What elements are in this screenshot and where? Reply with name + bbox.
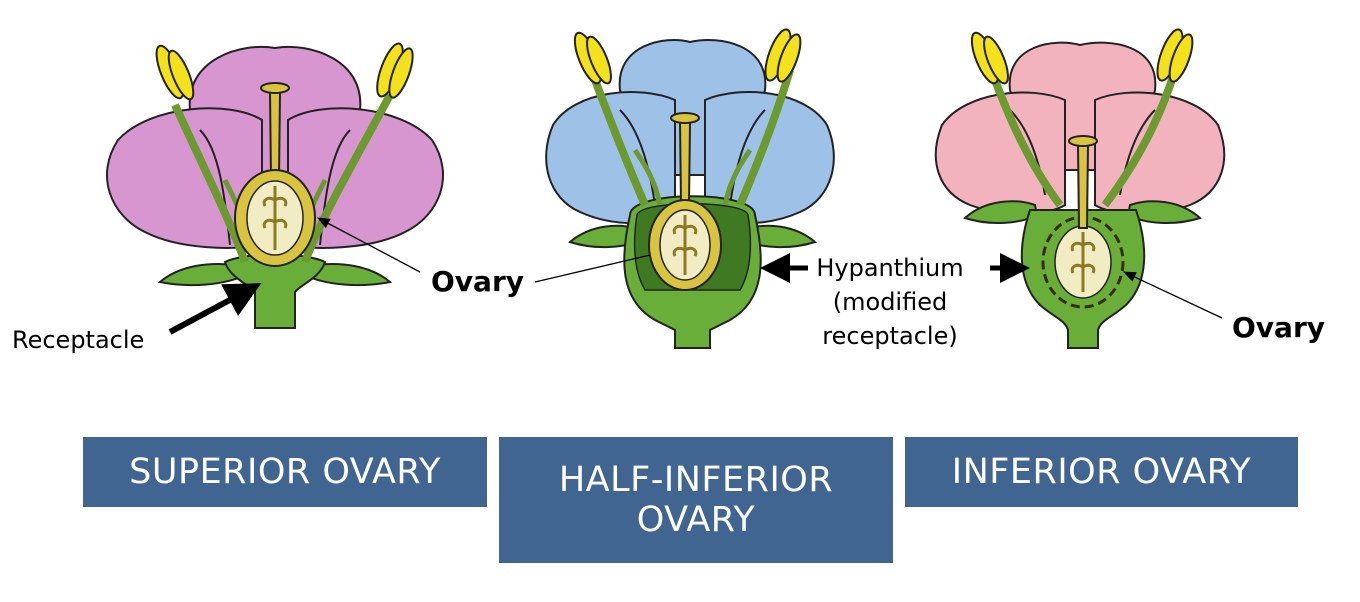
half-inferior-ovary-caption-text: HALF-INFERIOR OVARY	[558, 459, 834, 540]
superior-ovary-caption: SUPERIOR OVARY	[83, 437, 487, 507]
inferior-stigma	[1068, 135, 1098, 147]
hypanthium-label-line1: Hypanthium	[816, 254, 963, 282]
inferior-right-anther-b	[1168, 33, 1194, 83]
half-inferior-ovary-caption: HALF-INFERIOR OVARY	[499, 437, 893, 563]
half-inner-left-stamen	[632, 148, 663, 206]
inferior-ovules	[1070, 232, 1096, 292]
superior-ovary-caption-text: SUPERIOR OVARY	[129, 451, 441, 492]
inferior-ovary-caption: INFERIOR OVARY	[905, 437, 1298, 507]
inferior-left-sepal	[963, 200, 1039, 225]
superior-ovary-flower	[106, 42, 444, 329]
inferior-right-stamen	[1101, 68, 1179, 208]
superior-left-sepal	[157, 262, 247, 287]
superior-right-stamen	[301, 93, 394, 264]
inferior-ovary-flower	[934, 28, 1226, 349]
ovary-label-center: Ovary	[431, 265, 524, 298]
superior-right-anther-b	[388, 47, 414, 99]
half-stigma	[670, 112, 700, 124]
half-inner-right-stamen	[722, 148, 753, 206]
half-petal-fold	[619, 109, 766, 206]
hypanthium-label-line2: (modified	[833, 288, 947, 316]
ovary-pointer-line-half	[534, 254, 651, 283]
half-style	[678, 121, 692, 206]
half-inferior-ovary-flower	[545, 28, 835, 349]
half-right-stamen	[736, 68, 794, 207]
half-right-anther-b	[776, 33, 802, 83]
half-left-anther-b	[586, 35, 612, 85]
receptacle-arrow	[168, 283, 262, 335]
superior-left-stamen	[171, 103, 249, 264]
half-left-stamen	[591, 78, 649, 207]
inferior-style	[1076, 144, 1090, 229]
half-ovules	[672, 215, 698, 275]
superior-stigma	[260, 82, 290, 94]
superior-ovules	[262, 186, 288, 250]
superior-style	[268, 91, 282, 181]
inferior-left-anther-b	[983, 35, 1009, 85]
superior-right-sepal	[303, 262, 393, 287]
hypanthium-label-line3: receptacle)	[822, 322, 957, 350]
ovary-pointer-line-inferior	[1122, 271, 1223, 319]
ovary-label-right: Ovary	[1232, 311, 1325, 344]
receptacle-label: Receptacle	[12, 326, 144, 354]
superior-left-anther-b	[167, 49, 195, 101]
inferior-left-petal	[934, 91, 1066, 215]
ovary-pointer-line-superior	[316, 217, 421, 273]
inferior-left-stamen	[991, 78, 1064, 208]
inferior-ovary-caption-text: INFERIOR OVARY	[951, 451, 1252, 492]
